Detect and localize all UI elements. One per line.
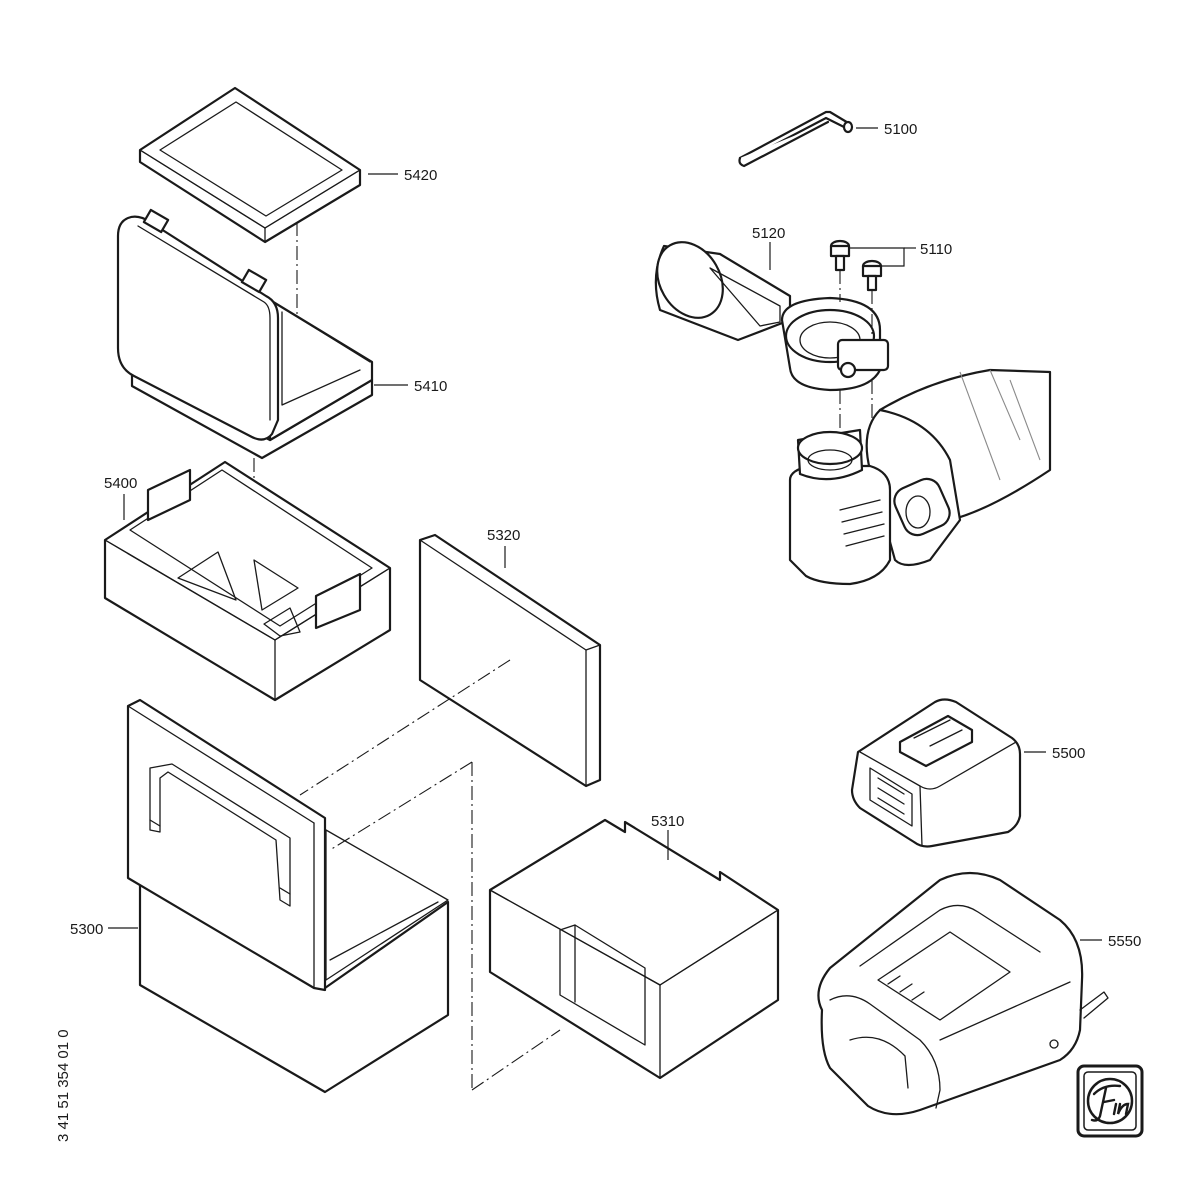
part-5110-screws (829, 239, 883, 292)
part-5420-tray (138, 86, 362, 244)
label-5550: 5550 (1108, 933, 1141, 950)
label-5410: 5410 (414, 378, 447, 395)
label-5310: 5310 (651, 813, 684, 830)
part-5120-hood (654, 241, 890, 392)
part-5310-foam-block (488, 818, 780, 1080)
part-5100-hex-key (738, 110, 854, 168)
part-5550-charger (817, 871, 1109, 1116)
part-5300-box (126, 698, 450, 1094)
document-number: 3 41 51 354 01 0 (55, 1029, 72, 1142)
part-5400-foam-insert (103, 460, 392, 702)
label-5400: 5400 (104, 475, 137, 492)
part-5500-battery (850, 698, 1022, 848)
label-5420: 5420 (404, 167, 437, 184)
angle-grinder-reference (788, 368, 1052, 586)
label-5110: 5110 (920, 241, 952, 258)
label-5120: 5120 (752, 225, 785, 242)
label-5100: 5100 (884, 121, 917, 138)
label-5320: 5320 (487, 527, 520, 544)
part-5410-case (116, 208, 374, 460)
fein-logo (1076, 1064, 1144, 1138)
label-5300: 5300 (70, 921, 103, 938)
label-5500: 5500 (1052, 745, 1085, 762)
